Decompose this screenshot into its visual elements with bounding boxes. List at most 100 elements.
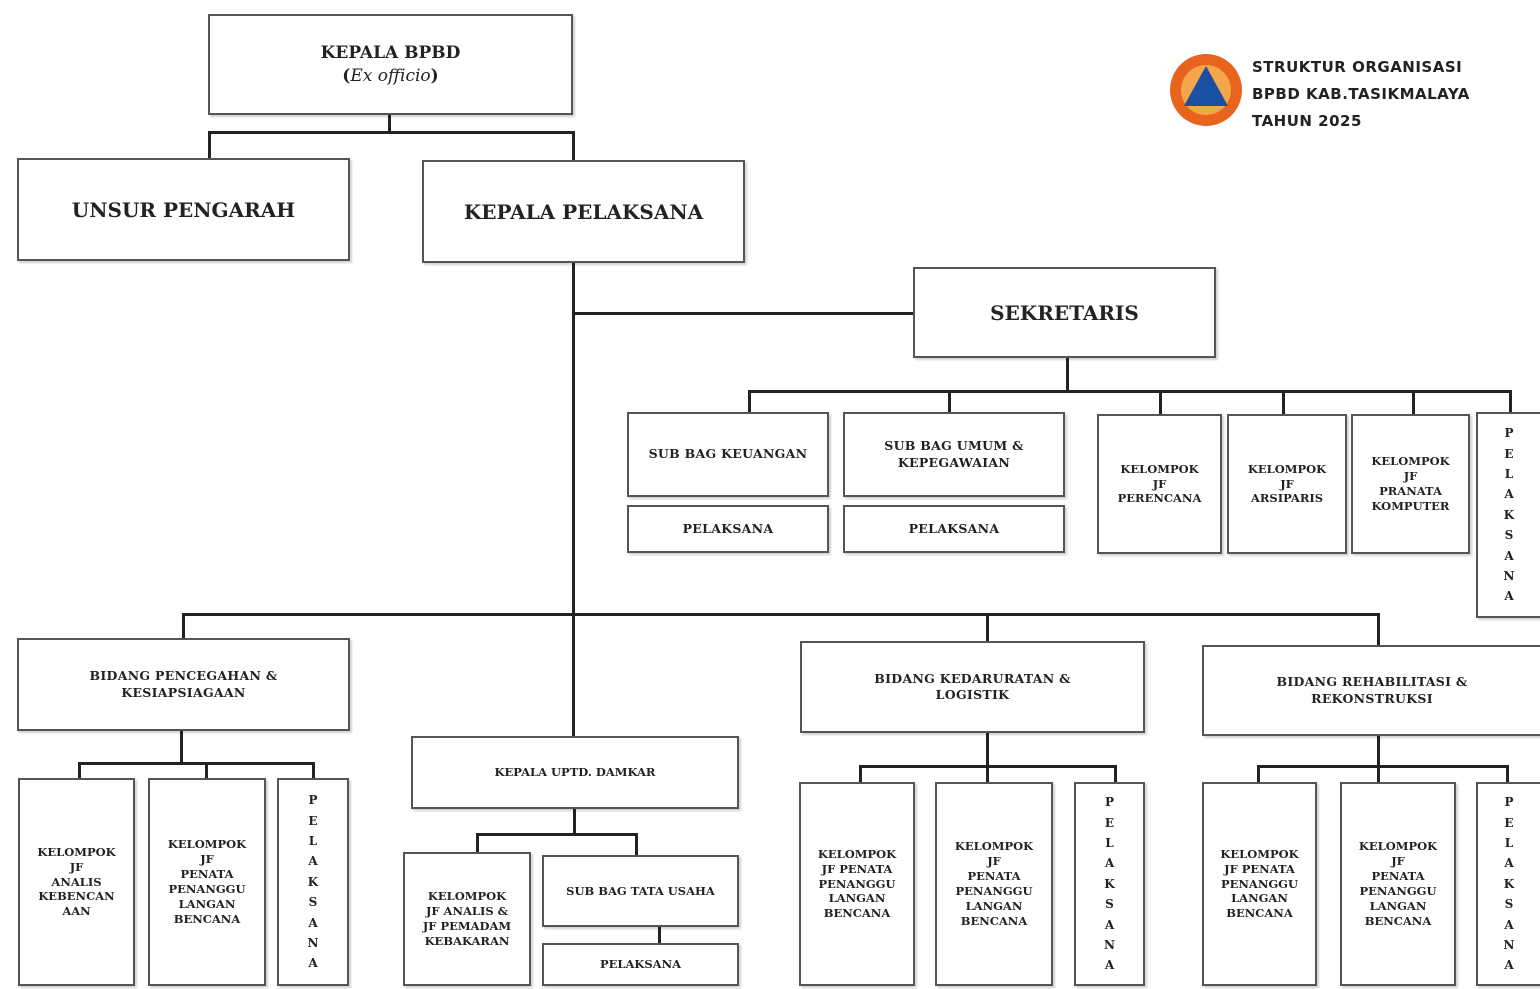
- connector-line: [1377, 765, 1380, 784]
- vertical-label: P E L A K S A N A: [308, 790, 319, 974]
- vertical-letter: K: [1503, 507, 1515, 522]
- vertical-letter: P: [1504, 426, 1514, 441]
- connector-line: [1257, 765, 1260, 784]
- vertical-letter: K: [1104, 876, 1115, 891]
- node-pelaksana-vertical-kedaruratan: P E L A K S A N A: [1074, 782, 1145, 986]
- node-label: KELOMPOK JF PENATA PENANGGU LANGAN BENCA…: [1220, 846, 1299, 921]
- connector-line: [948, 390, 951, 414]
- connector-line: [1377, 613, 1380, 646]
- node-label: SUB BAG KEUANGAN: [648, 446, 808, 462]
- vertical-letter: K: [1503, 876, 1515, 891]
- connector-line: [182, 613, 185, 640]
- node-label: KEPALA BPBD: [320, 43, 461, 64]
- node-pelaksana-tata-usaha: PELAKSANA: [542, 943, 739, 986]
- connector-line: [208, 131, 575, 134]
- node-label: BIDANG REHABILITASI & REKONSTRUKSI: [1276, 674, 1468, 706]
- node-kel-penata-kedaruratan-2: KELOMPOK JF PENATA PENANGGU LANGAN BENCA…: [935, 782, 1053, 986]
- node-sublabel-text: Ex officio: [350, 65, 431, 86]
- connector-line: [986, 765, 989, 784]
- vertical-letter: A: [1504, 856, 1514, 871]
- vertical-letter: A: [1504, 958, 1514, 973]
- bpbd-logo-icon: [1170, 54, 1242, 126]
- vertical-letter: S: [1504, 897, 1514, 912]
- node-kel-analis: KELOMPOK JF ANALIS KEBENCAN AAN: [18, 778, 135, 986]
- connector-line: [1377, 735, 1380, 767]
- node-kel-arsiparis: KELOMPOK JF ARSIPARIS: [1227, 414, 1347, 554]
- vertical-letter: L: [308, 834, 318, 849]
- vertical-letter: E: [1104, 815, 1115, 830]
- vertical-label: P E L A K S A N A: [1504, 792, 1515, 976]
- connector-line: [986, 613, 989, 642]
- node-bidang-rehabilitasi: BIDANG REHABILITASI & REKONSTRUKSI: [1202, 645, 1540, 736]
- connector-line: [78, 762, 81, 780]
- vertical-letter: K: [307, 874, 319, 889]
- node-pelaksana-keuangan: PELAKSANA: [627, 505, 829, 553]
- legend-title-line2: BPBD KAB.TASIKMALAYA: [1252, 85, 1470, 103]
- vertical-letter: A: [1104, 917, 1115, 932]
- vertical-letter: E: [1504, 815, 1514, 830]
- node-label: KELOMPOK JF PRANATA KOMPUTER: [1371, 454, 1450, 513]
- node-label: SUB BAG TATA USAHA: [566, 883, 715, 898]
- node-kel-penata-kedaruratan-1: KELOMPOK JF PENATA PENANGGU LANGAN BENCA…: [799, 782, 915, 986]
- node-sublabel: (Ex officio): [342, 65, 439, 86]
- connector-line: [1066, 357, 1069, 392]
- connector-line: [1114, 765, 1117, 784]
- node-label: KELOMPOK JF PENATA PENANGGU LANGAN BENCA…: [167, 837, 247, 926]
- node-label: SEKRETARIS: [990, 300, 1139, 325]
- node-label: KELOMPOK JF PENATA PENANGGU LANGAN BENCA…: [1358, 839, 1438, 928]
- node-kel-penata-rehab-1: KELOMPOK JF PENATA PENANGGU LANGAN BENCA…: [1202, 782, 1317, 986]
- node-label: SUB BAG UMUM & KEPEGAWAIAN: [884, 438, 1024, 470]
- node-kel-pranata: KELOMPOK JF PRANATA KOMPUTER: [1351, 414, 1470, 554]
- node-kepala-pelaksana: KEPALA PELAKSANA: [422, 160, 745, 263]
- vertical-letter: A: [308, 915, 318, 930]
- connector-line: [748, 390, 751, 414]
- connector-line: [205, 762, 208, 780]
- node-label: KELOMPOK JF ANALIS KEBENCAN AAN: [37, 844, 116, 919]
- node-kel-penata-rehab-2: KELOMPOK JF PENATA PENANGGU LANGAN BENCA…: [1340, 782, 1456, 986]
- vertical-letter: N: [1503, 568, 1515, 583]
- vertical-letter: L: [1504, 467, 1514, 482]
- node-label: PELAKSANA: [682, 520, 774, 536]
- connector-line: [1282, 390, 1285, 416]
- vertical-label: P E L A K S A N A: [1104, 792, 1115, 976]
- connector-line: [572, 131, 575, 160]
- node-label: KELOMPOK JF ARSIPARIS: [1247, 461, 1327, 506]
- node-label: KELOMPOK JF PENATA PENANGGU LANGAN BENCA…: [954, 839, 1034, 928]
- node-bidang-pencegahan: BIDANG PENCEGAHAN & KESIAPSIAGAAN: [17, 638, 350, 731]
- connector-line: [859, 765, 862, 784]
- vertical-letter: N: [1503, 937, 1515, 952]
- connector-line: [476, 833, 638, 836]
- connector-line: [986, 732, 989, 767]
- vertical-letter: N: [1104, 937, 1115, 952]
- connector-line: [1506, 765, 1509, 784]
- node-kel-penata-pencegahan: KELOMPOK JF PENATA PENANGGU LANGAN BENCA…: [148, 778, 266, 986]
- vertical-letter: S: [1105, 897, 1114, 912]
- node-pelaksana-vertical-pencegahan: P E L A K S A N A: [277, 778, 349, 986]
- vertical-letter: A: [1504, 548, 1514, 563]
- node-label: KEPALA PELAKSANA: [463, 199, 704, 224]
- connector-line: [476, 833, 479, 854]
- connector-line: [208, 131, 211, 160]
- node-pelaksana-umum: PELAKSANA: [843, 505, 1065, 553]
- connector-line: [572, 262, 575, 738]
- connector-line: [573, 808, 576, 835]
- connector-line: [635, 833, 638, 857]
- node-kepala-bpbd: KEPALA BPBD (Ex officio): [208, 14, 573, 115]
- connector-line: [182, 613, 1380, 616]
- node-kel-damkar: KELOMPOK JF ANALIS & JF PEMADAM KEBAKARA…: [403, 852, 531, 986]
- vertical-letter: E: [1504, 446, 1514, 461]
- node-label: KEPALA UPTD. DAMKAR: [494, 765, 656, 780]
- connector-line: [78, 762, 315, 765]
- connector-line: [1509, 390, 1512, 414]
- node-sekretaris: SEKRETARIS: [913, 267, 1216, 358]
- node-label: PELAKSANA: [599, 957, 682, 972]
- vertical-letter: A: [308, 956, 318, 971]
- node-label: KELOMPOK JF PENATA PENANGGU LANGAN BENCA…: [817, 846, 897, 921]
- vertical-letter: P: [308, 793, 318, 808]
- connector-line: [748, 390, 1512, 393]
- connector-line: [1412, 390, 1415, 416]
- connector-line: [572, 312, 914, 315]
- node-pelaksana-vertical-rehab: P E L A K S A N A: [1476, 782, 1540, 986]
- vertical-letter: A: [308, 854, 318, 869]
- node-label: BIDANG KEDARURATAN & LOGISTIK: [874, 670, 1071, 702]
